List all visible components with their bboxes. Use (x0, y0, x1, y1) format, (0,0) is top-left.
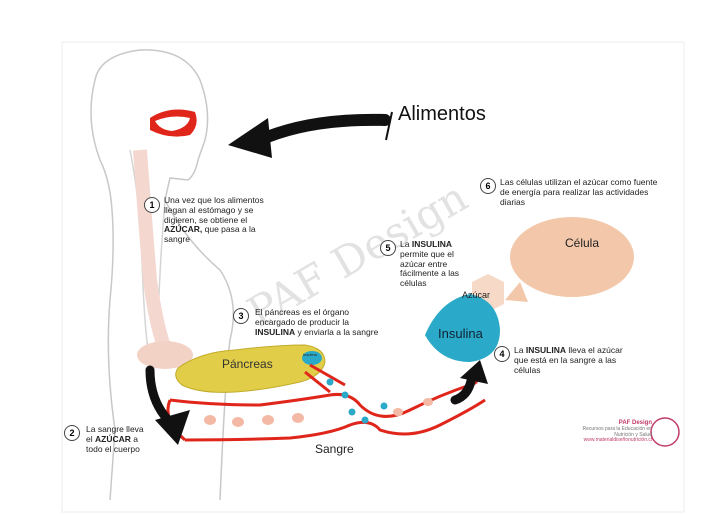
credit-line2: Nutrición y Salud (614, 431, 652, 438)
arrow-blood-down (145, 365, 190, 445)
stomach (137, 341, 193, 369)
step-5-text: La INSULINA permite que el azúcar entre … (400, 239, 460, 289)
credit-url[interactable]: www.materialdiseñonutrición.cl (583, 437, 652, 444)
step-4-number: 4 (494, 346, 510, 362)
title: Alimentos (398, 103, 486, 125)
step-2-number: 2 (64, 425, 80, 441)
label-celula: Célula (565, 236, 600, 250)
step-5-number: 5 (380, 240, 396, 256)
step-1-text: Una vez que los alimentos llegan al estó… (164, 195, 264, 245)
mouth (150, 109, 197, 137)
step-6-text: Las células utilizan el azúcar como fuen… (500, 177, 658, 207)
cell (510, 217, 634, 297)
pancreas (175, 344, 326, 393)
step-2-text: La sangre lleva el AZÚCAR a todo el cuer… (86, 424, 144, 454)
step-3-text: El páncreas es el órgano encargado de pr… (255, 307, 379, 337)
label-azucar: Azúcar (462, 290, 491, 300)
label-insulina: Insulina (438, 326, 483, 341)
arrow-food-to-mouth (228, 111, 393, 158)
step-4-text: La INSULINA lleva el azúcar que está en … (514, 345, 623, 375)
insulin-drops (326, 378, 388, 424)
blood-cells (204, 398, 433, 427)
credit-line1: Recursos para la Educación en (582, 425, 653, 432)
credit-logo (650, 417, 680, 447)
label-pancreas: Páncreas (222, 357, 273, 371)
insulin-blob (425, 294, 500, 362)
step-3-number: 3 (233, 308, 249, 324)
cell-notch (505, 282, 528, 302)
arrow-up-to-insulin (450, 360, 488, 405)
credit-brand: PAF Design (618, 420, 652, 426)
credit: PAF Design Recursos para la Educación en… (560, 420, 653, 444)
step-1-number: 1 (144, 197, 160, 213)
step-6-number: 6 (480, 178, 496, 194)
pancreas-insulin-dot (302, 351, 322, 365)
label-insulina-small: Insulina (303, 352, 317, 357)
label-sangre: Sangre (315, 442, 354, 456)
esophagus (133, 149, 172, 353)
